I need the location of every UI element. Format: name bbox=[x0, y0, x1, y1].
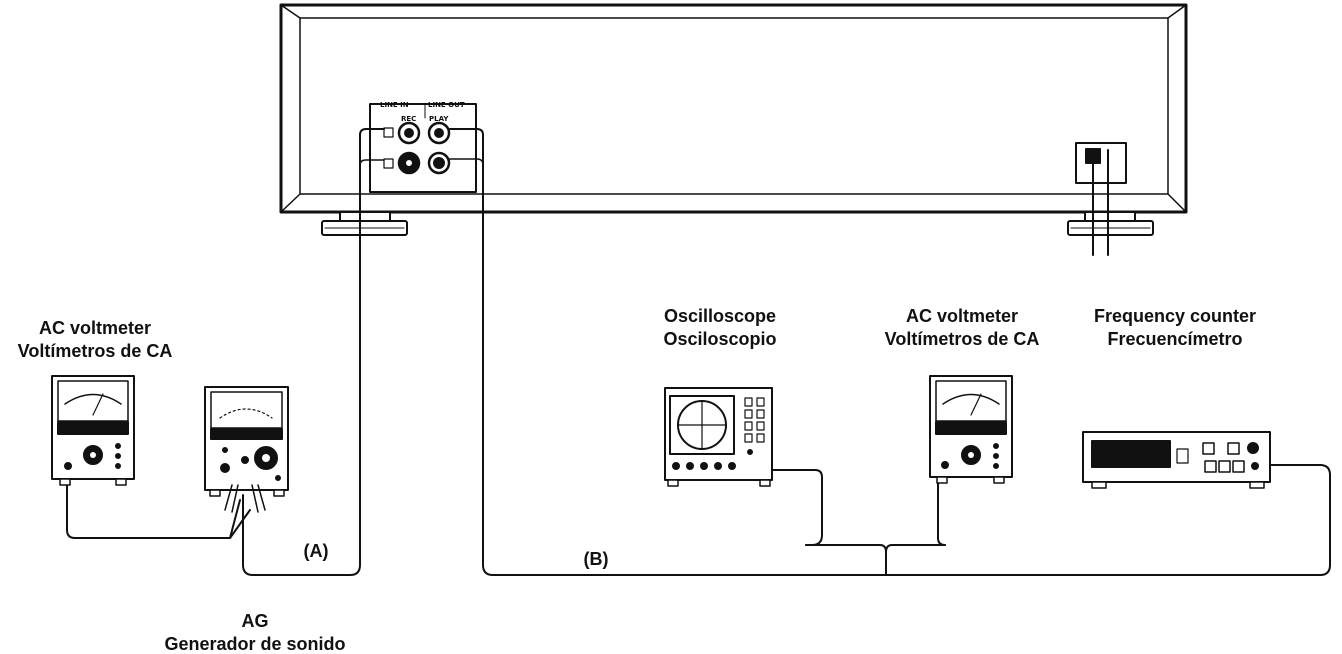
frequency-counter-en: Frequency counter bbox=[1093, 306, 1257, 326]
ac-voltmeter-left-en: AC voltmeter bbox=[38, 318, 152, 338]
ag-label: AG Generador de sonido bbox=[135, 610, 375, 654]
ac-voltmeter-left-label: AC voltmeter Voltímetros de CA bbox=[5, 317, 185, 363]
oscilloscope-es: Osciloscopio bbox=[663, 329, 777, 349]
unit-foot-right bbox=[1067, 211, 1154, 236]
ac-voltmeter-left-es: Voltímetros de CA bbox=[17, 341, 173, 361]
power-cord bbox=[1075, 142, 1127, 256]
frequency-counter-es: Frecuencímetro bbox=[1107, 329, 1243, 349]
rec-label: REC bbox=[401, 115, 416, 123]
line-in-label: LINE IN bbox=[380, 101, 409, 109]
connection-a-label: (A) bbox=[303, 541, 329, 561]
unit-foot-left bbox=[321, 211, 408, 236]
jack-panel: LINE IN LINE OUT REC PLAY bbox=[369, 101, 477, 193]
cable-voltmeter-right bbox=[937, 474, 946, 546]
line-out-label: LINE OUT bbox=[428, 101, 465, 109]
oscilloscope-device bbox=[664, 387, 773, 487]
connection-b-label: (B) bbox=[583, 549, 609, 569]
oscilloscope-label: Oscilloscope Osciloscopio bbox=[630, 305, 810, 351]
cable-b bbox=[448, 128, 1331, 576]
ag-es: Generador de sonido bbox=[164, 634, 346, 654]
oscilloscope-en: Oscilloscope bbox=[663, 306, 777, 326]
frequency-counter-label: Frequency counter Frecuencímetro bbox=[1075, 305, 1275, 351]
frequency-counter-device bbox=[1082, 431, 1271, 489]
ac-voltmeter-right-en: AC voltmeter bbox=[905, 306, 1019, 326]
ac-voltmeter-right-device bbox=[929, 375, 1013, 484]
play-label: PLAY bbox=[429, 115, 449, 123]
ac-voltmeter-left-device bbox=[51, 375, 135, 486]
ag-en: AG bbox=[241, 611, 269, 631]
ac-voltmeter-right-es: Voltímetros de CA bbox=[884, 329, 1040, 349]
cable-left-voltmeter bbox=[66, 469, 251, 539]
audio-generator-device bbox=[204, 386, 289, 513]
ac-voltmeter-right-label: AC voltmeter Voltímetros de CA bbox=[872, 305, 1052, 351]
cable-a bbox=[242, 128, 385, 576]
cable-oscilloscope bbox=[769, 469, 823, 546]
cable-brace bbox=[805, 544, 946, 576]
